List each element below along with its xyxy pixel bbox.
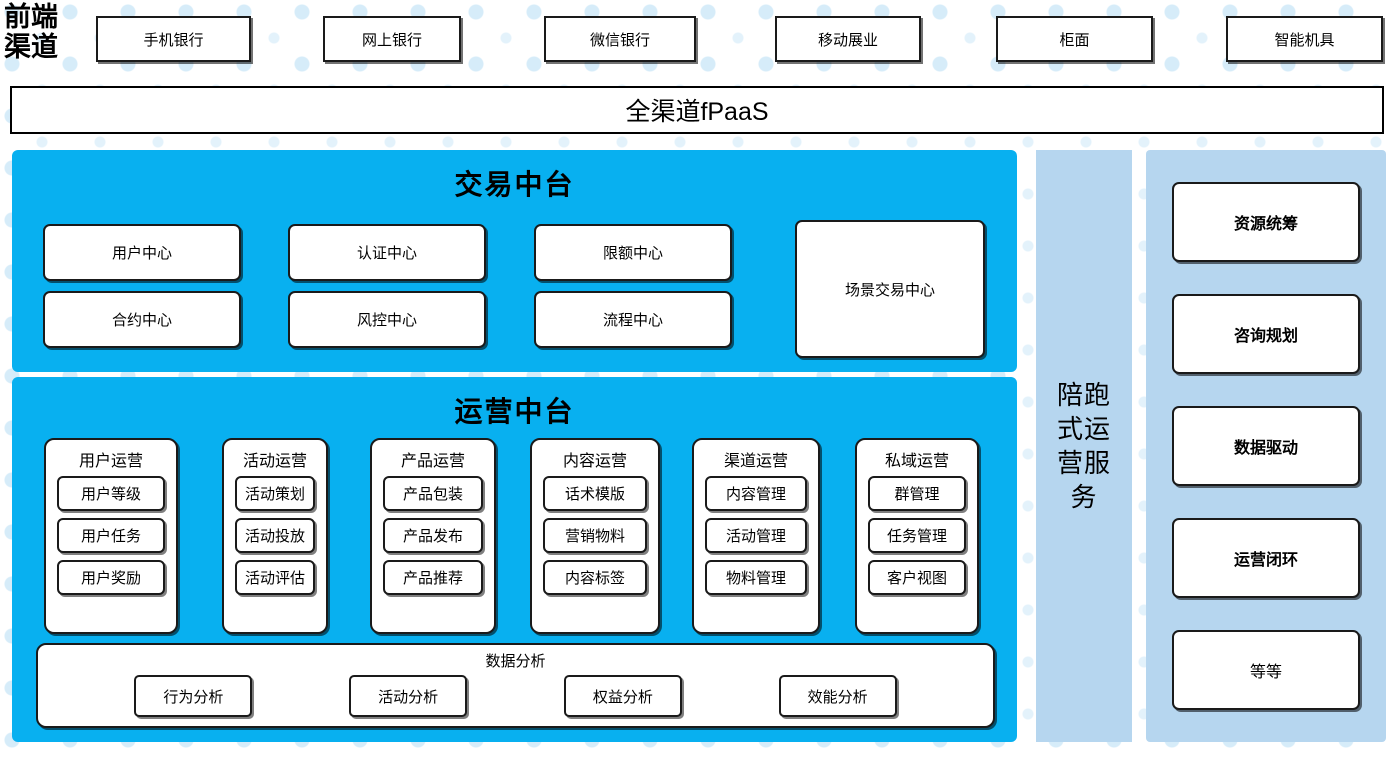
data-analysis-item[interactable]: 效能分析 xyxy=(778,675,897,717)
service-box[interactable]: 运营闭环 xyxy=(1172,518,1360,598)
operations-item[interactable]: 用户等级 xyxy=(57,476,165,511)
operations-item[interactable]: 任务管理 xyxy=(868,518,966,553)
data-analysis-item-group: 行为分析 活动分析 权益分析 效能分析 xyxy=(38,675,993,717)
data-analysis-item[interactable]: 行为分析 xyxy=(134,675,253,717)
transaction-center-box[interactable]: 流程中心 xyxy=(534,291,732,348)
operations-item[interactable]: 用户奖励 xyxy=(57,560,165,595)
data-analysis-item[interactable]: 活动分析 xyxy=(349,675,468,717)
omnichannel-fpaas-bar: 全渠道fPaaS xyxy=(10,86,1384,134)
data-analysis-box: 数据分析 行为分析 活动分析 权益分析 效能分析 xyxy=(36,643,995,728)
transaction-platform-title: 交易中台 xyxy=(454,170,575,201)
operations-item[interactable]: 活动评估 xyxy=(235,560,315,595)
operations-item[interactable]: 群管理 xyxy=(868,476,966,511)
operations-column-title: 私域运营 xyxy=(884,453,949,470)
operations-column-title: 内容运营 xyxy=(562,453,627,470)
channel-box[interactable]: 移动展业 xyxy=(775,16,921,62)
operations-column: 内容运营话术模版营销物料内容标签 xyxy=(530,438,660,634)
operations-item[interactable]: 客户视图 xyxy=(868,560,966,595)
operations-column: 私域运营群管理任务管理客户视图 xyxy=(855,438,979,634)
operations-item[interactable]: 产品包装 xyxy=(383,476,483,511)
service-box[interactable]: 等等 xyxy=(1172,630,1360,710)
operations-column-title: 用户运营 xyxy=(78,453,143,470)
operations-item[interactable]: 内容标签 xyxy=(543,560,647,595)
channel-box[interactable]: 网上银行 xyxy=(323,16,461,62)
operations-item[interactable]: 物料管理 xyxy=(705,560,807,595)
service-box[interactable]: 数据驱动 xyxy=(1172,406,1360,486)
service-box[interactable]: 咨询规划 xyxy=(1172,294,1360,374)
operations-column-title: 产品运营 xyxy=(400,453,465,470)
transaction-center-box[interactable]: 风控中心 xyxy=(288,291,486,348)
operations-column: 产品运营产品包装产品发布产品推荐 xyxy=(370,438,496,634)
accompany-service-column: 陪跑式运营服务 xyxy=(1036,150,1132,742)
operations-column: 活动运营活动策划活动投放活动评估 xyxy=(222,438,328,634)
channel-box[interactable]: 手机银行 xyxy=(96,16,251,62)
operations-column-title: 活动运营 xyxy=(242,453,307,470)
operations-item[interactable]: 营销物料 xyxy=(543,518,647,553)
operations-item[interactable]: 内容管理 xyxy=(705,476,807,511)
operations-column: 渠道运营内容管理活动管理物料管理 xyxy=(692,438,820,634)
operations-column-title: 渠道运营 xyxy=(723,453,788,470)
operations-item[interactable]: 活动投放 xyxy=(235,518,315,553)
channel-box[interactable]: 柜面 xyxy=(996,16,1153,62)
frontend-channel-label: 前端渠道 xyxy=(4,2,58,62)
transaction-center-box[interactable]: 用户中心 xyxy=(43,224,241,281)
channel-box[interactable]: 微信银行 xyxy=(544,16,696,62)
operations-item[interactable]: 产品推荐 xyxy=(383,560,483,595)
channel-box[interactable]: 智能机具 xyxy=(1226,16,1383,62)
operations-item[interactable]: 用户任务 xyxy=(57,518,165,553)
operations-item[interactable]: 产品发布 xyxy=(383,518,483,553)
operations-item[interactable]: 活动管理 xyxy=(705,518,807,553)
services-panel: 资源统筹咨询规划数据驱动运营闭环等等 xyxy=(1146,150,1386,742)
service-box[interactable]: 资源统筹 xyxy=(1172,182,1360,262)
data-analysis-item[interactable]: 权益分析 xyxy=(563,675,682,717)
accompany-service-label: 陪跑式运营服务 xyxy=(1056,380,1111,512)
operations-item[interactable]: 话术模版 xyxy=(543,476,647,511)
transaction-center-box[interactable]: 合约中心 xyxy=(43,291,241,348)
transaction-center-box[interactable]: 认证中心 xyxy=(288,224,486,281)
operations-item[interactable]: 活动策划 xyxy=(235,476,315,511)
operations-platform-title: 运营中台 xyxy=(454,397,575,428)
transaction-center-box[interactable]: 限额中心 xyxy=(534,224,732,281)
transaction-center-box[interactable]: 场景交易中心 xyxy=(795,220,985,358)
data-analysis-title: 数据分析 xyxy=(485,653,546,670)
operations-column: 用户运营用户等级用户任务用户奖励 xyxy=(44,438,178,634)
